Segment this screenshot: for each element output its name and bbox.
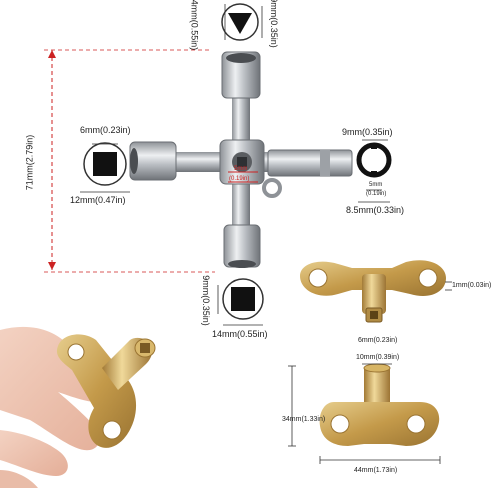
label-right-slot-in: (0.19in) [366,191,387,197]
label-top-depth: 14mm(0.55in) [189,0,200,51]
label-center-mm: 5mm [234,166,248,172]
brass-bleed-key-top [300,260,452,323]
hex-socket-icon [356,139,392,203]
label-bleed-socket: 6mm(0.23in) [358,337,398,344]
label-bleed-height: 34mm(1.33in) [282,416,326,423]
bottom-square-socket-icon [217,278,264,326]
label-bleed-thickness: 1mm(0.03in) [452,282,492,289]
cross-utility-key [129,51,353,268]
label-bottom-square-width: 14mm(0.55in) [212,329,268,339]
label-left-square-outer: 12mm(0.47in) [70,195,126,205]
label-right-hex-inner: 8.5mm(0.33in) [346,205,405,215]
label-bottom-square-depth: 9mm(0.35in) [200,275,211,326]
hand-with-brass-key [0,326,156,488]
label-top-triangle: 9mm(0.35in) [268,0,279,48]
label-total-height: 71mm(2.79in) [24,134,35,191]
label-bleed-top-width: 10mm(0.39in) [356,354,400,361]
label-right-hex-outer: 9mm(0.35in) [342,127,393,137]
brass-bleed-key-front [288,363,441,464]
square-socket-icon [80,142,130,193]
label-center-in: (0.19in) [229,176,250,182]
label-bleed-wing-span: 44mm(1.73in) [354,467,398,474]
label-right-slot-mm: 5mm [369,182,383,188]
triangle-socket-icon [221,3,263,41]
label-left-square-inner: 6mm(0.23in) [80,125,131,135]
height-dimension-line [44,49,215,273]
